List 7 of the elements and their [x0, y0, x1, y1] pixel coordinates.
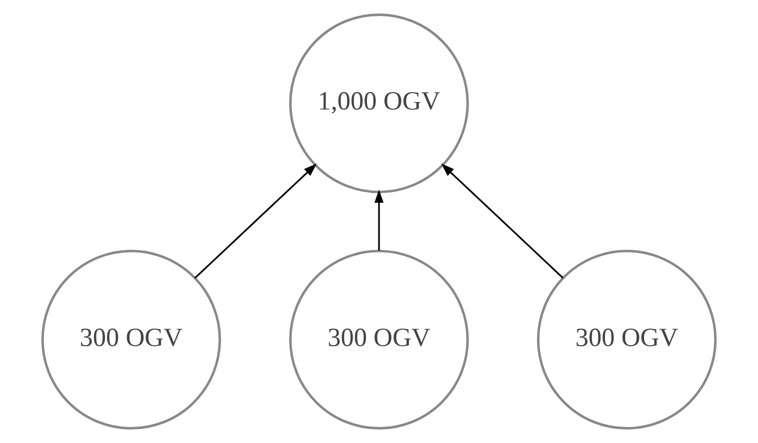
node-circle: 300 OGV: [536, 250, 717, 430]
node-circle: 1,000 OGV: [289, 13, 469, 194]
arrow: [374, 190, 384, 251]
node-circle: 300 OGV: [41, 250, 222, 430]
arrow: [194, 164, 317, 279]
arrow: [441, 164, 564, 279]
node-circle: 300 OGV: [289, 250, 469, 430]
